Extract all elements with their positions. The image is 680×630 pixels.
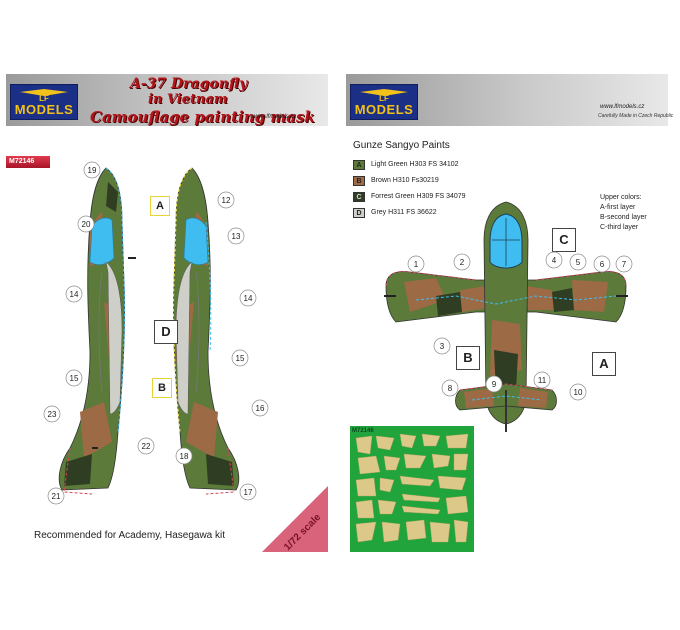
product-code-badge: M72146 xyxy=(6,156,50,168)
rmarker-4-label: 4 xyxy=(552,256,557,265)
mask-sheet-code: M72146 xyxy=(352,428,374,434)
legend-label-b: Brown H310 Fs30219 xyxy=(371,177,439,184)
tagline: Carefully Made in Czech Republic xyxy=(598,113,674,119)
callout-b-left: B xyxy=(152,378,172,398)
marker-20-label: 20 xyxy=(82,220,91,229)
rmarker-7-label: 7 xyxy=(622,260,627,269)
rmarker-5-label: 5 xyxy=(576,258,581,267)
marker-17 xyxy=(239,483,257,501)
legend-label-d: Grey H311 FS 36622 xyxy=(371,209,437,216)
legend-swatch-a: A xyxy=(353,160,365,170)
logo-text: MODELS xyxy=(14,102,74,117)
lf-models-logo-right: LF MODELS xyxy=(350,84,418,120)
marker-17-label: 17 xyxy=(244,488,253,497)
product-title-line-3: Camouflage painting mask xyxy=(90,108,315,126)
marker-12 xyxy=(217,191,235,209)
upper-colors-b: B-second layer xyxy=(600,214,647,221)
mask-sheet-preview: M72146 xyxy=(350,426,474,552)
marker-13-label: 13 xyxy=(232,232,241,241)
marker-16 xyxy=(251,399,269,417)
callout-a-right: A xyxy=(592,352,616,376)
legend-swatch-c: C xyxy=(353,192,365,202)
product-title-line-1: A-37 Dragonfly xyxy=(130,76,248,92)
callout-b-right: B xyxy=(456,346,480,370)
rmarker-1-label: 1 xyxy=(414,260,419,269)
marker-18-label: 18 xyxy=(180,452,189,461)
logo-text: MODELS xyxy=(354,102,414,117)
legend-swatch-b: B xyxy=(353,176,365,186)
lf-models-logo: LF MODELS xyxy=(10,84,78,120)
marker-12-label: 12 xyxy=(222,196,231,205)
scale-corner-banner xyxy=(262,486,328,552)
right-instruction-panel: LF MODELS www.lfmodels.cz Carefully Made… xyxy=(346,74,673,552)
paints-title: Gunze Sangyo Paints xyxy=(353,140,450,151)
marker-14r-label: 14 xyxy=(244,294,253,303)
marker-15-label: 15 xyxy=(70,374,79,383)
marker-18 xyxy=(175,447,193,465)
legend-swatch-d: D xyxy=(353,208,365,218)
website-url-right: www.lfmodels.cz xyxy=(600,104,645,110)
marker-22 xyxy=(137,437,155,455)
callout-c: C xyxy=(552,228,576,252)
rmarker-10-label: 10 xyxy=(574,388,583,397)
product-title-line-2: in Vietnam xyxy=(148,92,228,107)
recommended-kits-text: Recommended for Academy, Hasegawa kit xyxy=(34,530,226,541)
callout-d: D xyxy=(154,320,178,344)
legend-label-a: Light Green H303 FS 34102 xyxy=(371,161,459,168)
marker-19-label: 19 xyxy=(88,166,97,175)
website-url: www.lfmodels.cz xyxy=(252,114,297,120)
marker-23-label: 23 xyxy=(48,410,57,419)
left-number-markers: 19 20 14 15 23 22 21 12 13 14 15 16 17 1… xyxy=(43,161,269,505)
aircraft-side-view-left xyxy=(58,167,136,495)
logo-wing-icon: LF xyxy=(20,89,68,102)
mask-sheet-shapes xyxy=(355,433,469,543)
marker-22-label: 22 xyxy=(142,442,151,451)
marker-15 xyxy=(65,369,83,387)
marker-15-right xyxy=(231,349,249,367)
right-number-markers: 1 2 3 4 5 6 7 8 9 11 10 xyxy=(407,251,633,401)
marker-14-label: 14 xyxy=(70,290,79,299)
marker-19 xyxy=(83,161,101,179)
marker-21 xyxy=(47,487,65,505)
callout-a-left: A xyxy=(150,196,170,216)
aircraft-side-view-right xyxy=(172,167,240,495)
marker-16-label: 16 xyxy=(256,404,265,413)
marker-23 xyxy=(43,405,61,423)
marker-20 xyxy=(77,215,95,233)
left-instruction-panel: LF MODELS A-37 Dragonfly in Vietnam Camo… xyxy=(6,74,328,553)
svg-text:LF: LF xyxy=(379,94,389,102)
rmarker-6-label: 6 xyxy=(600,260,605,269)
rmarker-9-label: 9 xyxy=(492,380,497,389)
marker-21-label: 21 xyxy=(52,492,61,501)
legend-label-c: Forrest Green H309 FS 34079 xyxy=(371,193,466,200)
aircraft-top-view xyxy=(384,201,628,432)
marker-13 xyxy=(227,227,245,245)
rmarker-8-label: 8 xyxy=(448,384,453,393)
upper-colors-a: A-first layer xyxy=(600,204,636,211)
rmarker-2-label: 2 xyxy=(460,258,465,267)
logo-wing-icon: LF xyxy=(360,89,408,102)
upper-colors-heading: Upper colors: xyxy=(600,194,642,201)
rmarker-11-label: 11 xyxy=(538,376,547,385)
svg-text:LF: LF xyxy=(39,94,49,102)
marker-14 xyxy=(65,285,83,303)
upper-colors-c: C-third layer xyxy=(600,224,639,231)
marker-14-right xyxy=(239,289,257,307)
marker-15r-label: 15 xyxy=(236,354,245,363)
rmarker-3-label: 3 xyxy=(440,342,445,351)
